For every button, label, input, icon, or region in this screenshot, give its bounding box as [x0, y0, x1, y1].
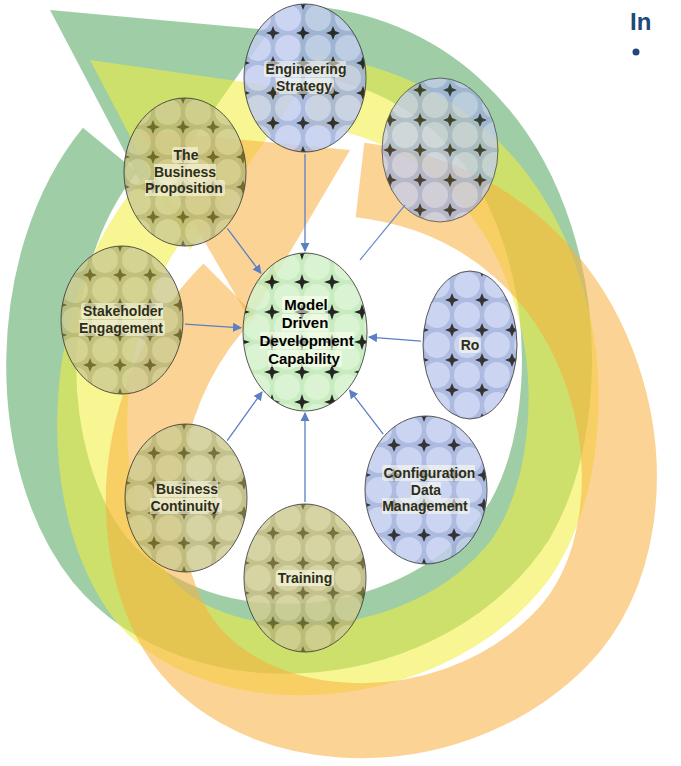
- topic-ellipse: Business Continuity: [124, 423, 248, 573]
- arrow-connector: [369, 337, 421, 341]
- topic-ellipse: Model Driven Development Capability: [242, 252, 368, 412]
- topic-label: Ro: [459, 337, 482, 353]
- topic-label: Business Continuity: [150, 481, 221, 514]
- topic-label: Configuration Data Management: [382, 465, 476, 515]
- arrow-connector: [227, 392, 262, 441]
- arrow-connector: [227, 228, 261, 273]
- topic-label: Stakeholder Engagement: [79, 303, 165, 336]
- topic-ellipse: Stakeholder Engagement: [60, 245, 184, 395]
- arrow-connector: [350, 390, 384, 434]
- topic-label: Engineering Strategy: [264, 61, 347, 94]
- arrow-connector: [304, 154, 305, 251]
- topic-label: Model Driven Development Capability: [260, 296, 354, 367]
- topic-label: The Business Proposition: [145, 147, 225, 197]
- topic-ellipse: Training: [243, 503, 367, 653]
- arrow-connector: [304, 413, 305, 502]
- arrow-connector: [185, 324, 241, 328]
- topic-ellipse: Engineering Strategy: [243, 3, 367, 153]
- topic-ellipse: Ro: [422, 270, 518, 420]
- slide-title: In: [630, 8, 651, 36]
- topic-label: Training: [276, 570, 334, 586]
- topic-ellipse: Configuration Data Management: [364, 415, 488, 565]
- topic-ellipse: The Business Proposition: [123, 97, 247, 247]
